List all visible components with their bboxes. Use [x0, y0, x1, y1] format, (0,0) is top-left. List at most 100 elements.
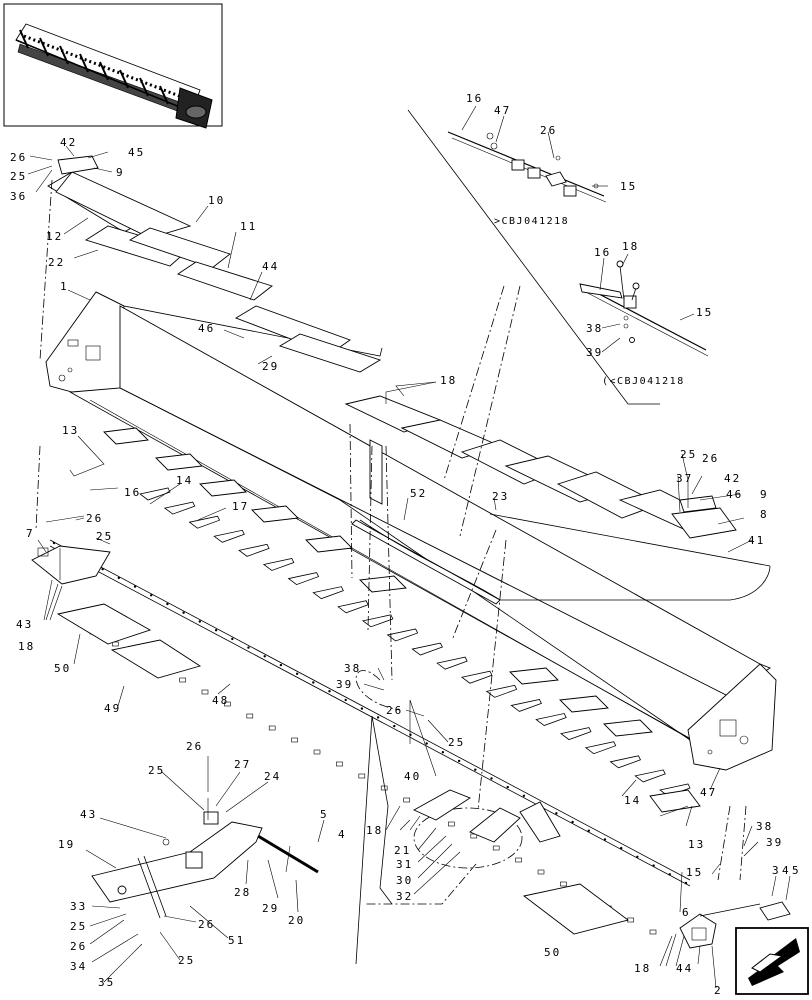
- rivet: [328, 690, 331, 693]
- auger-finger: [411, 642, 443, 656]
- rivet: [652, 864, 655, 867]
- callout-49: 49: [104, 702, 121, 715]
- mount-bolt: [268, 725, 276, 731]
- callout-18: 18: [622, 240, 639, 253]
- callout-46: 46: [726, 488, 743, 501]
- callout-25: 25: [10, 170, 27, 183]
- auger-finger: [238, 543, 270, 557]
- rivet: [150, 594, 153, 597]
- callout-43: 43: [16, 618, 33, 631]
- header-trough: [45, 291, 777, 935]
- callout-38: 38: [756, 820, 773, 833]
- auger-finger: [163, 501, 196, 515]
- callout-26: 26: [702, 452, 719, 465]
- rivet: [198, 620, 201, 623]
- skid-plates: [56, 603, 630, 935]
- callout-26: 26: [70, 940, 87, 953]
- callout-36: 36: [10, 190, 27, 203]
- auger-finger: [609, 755, 642, 769]
- callout-15: 15: [620, 180, 637, 193]
- auger-finger: [584, 741, 617, 755]
- forward-direction-arrow-icon: [735, 927, 809, 995]
- rivet: [393, 724, 396, 728]
- callout-1: 1: [60, 280, 69, 293]
- callout-29: 29: [262, 360, 279, 373]
- auger-finger: [287, 572, 320, 586]
- auger-finger: [510, 698, 542, 712]
- mount-bolt: [515, 857, 522, 863]
- callout-30: 30: [396, 874, 413, 887]
- callout-3: 3: [772, 864, 781, 877]
- mount-bolt: [560, 881, 567, 887]
- callout-50: 50: [54, 662, 71, 675]
- rivet: [587, 829, 590, 832]
- callout-44: 44: [676, 962, 693, 975]
- callout-50: 50: [544, 946, 561, 959]
- rivet: [490, 777, 493, 780]
- header-thumbnail-icon: [3, 3, 223, 129]
- lower-bar-detail: [579, 260, 709, 357]
- rivet: [425, 742, 428, 745]
- auger-finger: [188, 515, 221, 529]
- rivet: [360, 707, 364, 710]
- callout-13: 13: [62, 424, 79, 437]
- callout-38: 38: [586, 322, 603, 335]
- callout-5: 5: [792, 864, 801, 877]
- callout-24: 24: [264, 770, 281, 783]
- rivet: [474, 768, 477, 771]
- callout-25: 25: [70, 920, 87, 933]
- rivet: [457, 759, 461, 763]
- callout-47: 47: [494, 104, 511, 117]
- callout-42: 42: [724, 472, 741, 485]
- callout-41: 41: [748, 534, 765, 547]
- rivet: [522, 794, 526, 797]
- auger-finger: [213, 529, 245, 543]
- callout-16: 16: [466, 92, 483, 105]
- callout-labels: 26 25 36 42 45 9 10 12 11 22 44 1 46 29 …: [10, 92, 801, 997]
- upper-bar-detail: [447, 131, 607, 203]
- callout-23: 23: [492, 490, 509, 503]
- callout-25: 25: [178, 954, 195, 967]
- callout-21: 21: [394, 844, 411, 857]
- rivet: [441, 751, 445, 754]
- callout-2: 2: [714, 984, 723, 997]
- callout-32: 32: [396, 890, 413, 903]
- auger-finger: [535, 713, 567, 726]
- callout-4: 4: [782, 864, 791, 877]
- finger-guards: [139, 487, 691, 797]
- skid-shoe-detail: [91, 811, 319, 919]
- callout-18: 18: [366, 824, 383, 837]
- callout-26: 26: [386, 704, 403, 717]
- rivet: [133, 585, 137, 588]
- auger-finger: [634, 769, 666, 783]
- callout-39: 39: [586, 346, 603, 359]
- callout-26: 26: [198, 918, 215, 931]
- callout-52: 52: [410, 487, 427, 500]
- rivet: [409, 733, 412, 736]
- rivet: [376, 716, 380, 719]
- callout-18: 18: [18, 640, 35, 653]
- callout-39: 39: [336, 678, 353, 691]
- wear-plates: [103, 427, 701, 813]
- callout-39: 39: [766, 836, 783, 849]
- mount-bolt: [224, 701, 231, 707]
- callout-26: 26: [186, 740, 203, 753]
- mount-bolt: [649, 929, 657, 935]
- rivet: [620, 846, 623, 850]
- rivet: [603, 838, 607, 841]
- rivet: [684, 881, 688, 885]
- auger-finger: [386, 628, 419, 642]
- callout-48: 48: [212, 694, 229, 707]
- mount-bolt: [336, 761, 343, 767]
- callout-26: 26: [540, 124, 557, 137]
- mount-bolt: [403, 797, 410, 803]
- auger-finger: [460, 670, 493, 684]
- leader-lines: [27, 105, 791, 989]
- rivet: [279, 663, 283, 667]
- auger-finger: [337, 600, 369, 614]
- callout-5: 5: [320, 808, 329, 821]
- callout-33: 33: [70, 900, 87, 913]
- rivet: [231, 637, 234, 641]
